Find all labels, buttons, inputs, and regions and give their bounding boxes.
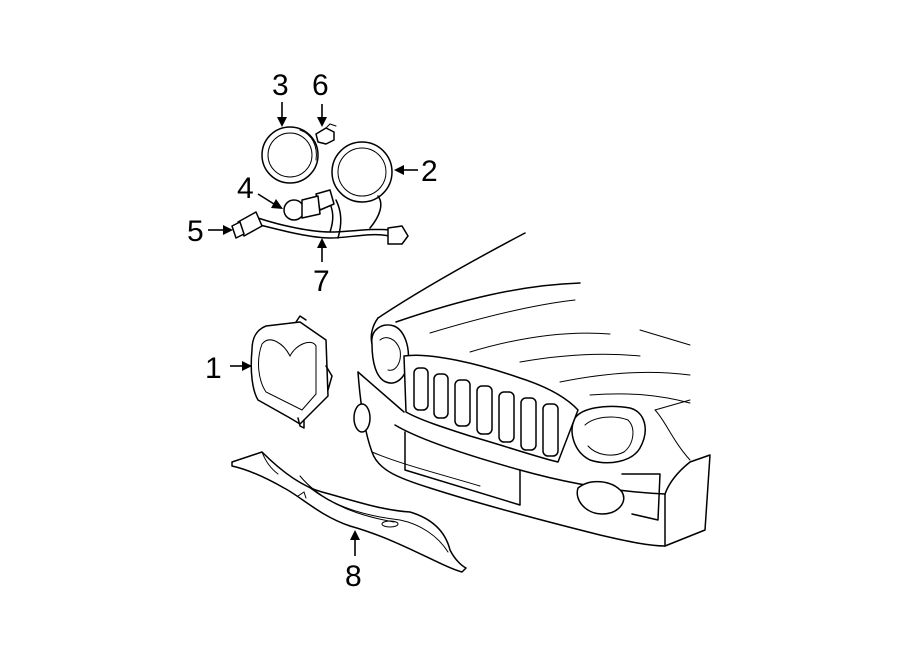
part-5-bulb-socket xyxy=(231,211,263,239)
callout-1: 1 xyxy=(205,352,222,385)
part-3-fog-lamp-assembly xyxy=(261,126,319,184)
callout-numbers: 1 2 3 4 5 6 7 8 xyxy=(187,69,438,593)
leader-lines xyxy=(208,102,418,556)
callout-2: 2 xyxy=(421,155,438,188)
part-1-fog-lamp-bracket xyxy=(250,315,333,429)
part-4-bulb xyxy=(283,195,321,221)
part-2-fog-lamp-lens xyxy=(331,141,393,203)
callout-5: 5 xyxy=(187,215,204,248)
callout-7: 7 xyxy=(313,265,330,298)
callout-4: 4 xyxy=(237,172,254,205)
grille-slots xyxy=(413,367,559,457)
vehicle-front-illustration xyxy=(353,232,711,547)
part-8-splash-shield xyxy=(231,451,467,573)
callout-8: 8 xyxy=(345,560,362,593)
part-7-wiring-harness xyxy=(255,189,409,245)
part-6-clip xyxy=(315,123,337,145)
callout-6: 6 xyxy=(312,69,329,102)
callout-3: 3 xyxy=(272,69,289,102)
